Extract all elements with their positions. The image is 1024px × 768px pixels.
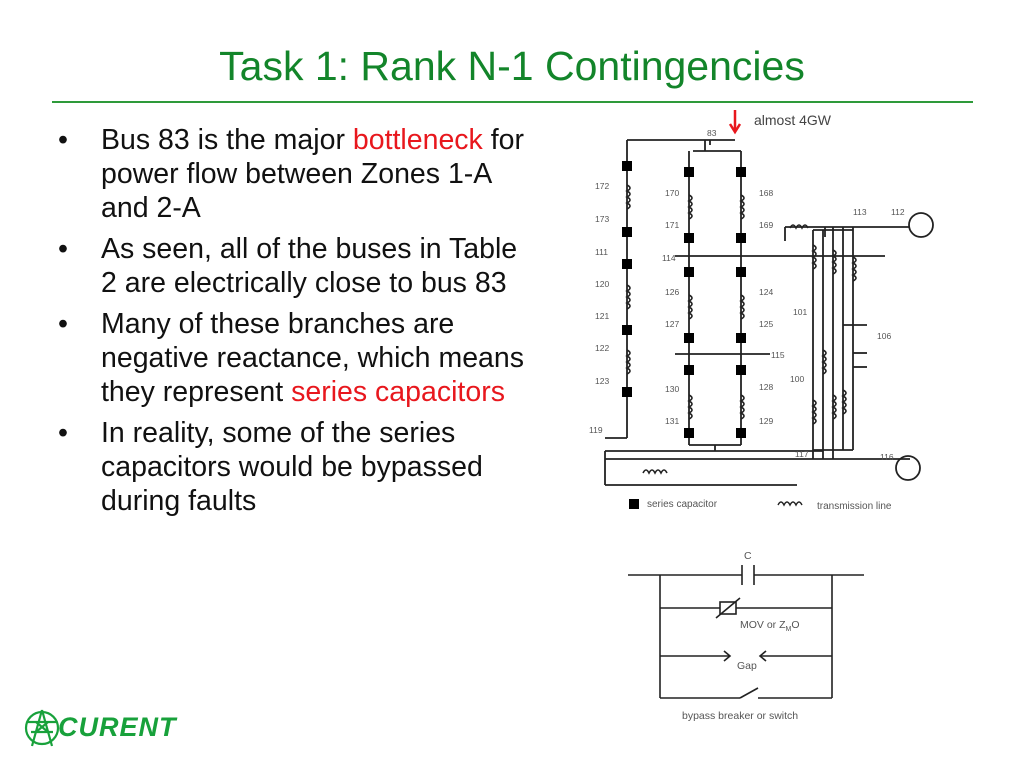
series-capacitor-legend-icon bbox=[629, 499, 639, 509]
bus-label: 124 bbox=[759, 287, 773, 297]
bus-label: 101 bbox=[793, 307, 807, 317]
bullet-marker: • bbox=[58, 233, 68, 265]
transmission-line-legend-icon bbox=[777, 501, 803, 507]
bus-label: 112 bbox=[891, 207, 905, 217]
bus-label: 111 bbox=[595, 247, 608, 257]
bus-label: 116 bbox=[880, 452, 894, 462]
bus-label: 131 bbox=[665, 416, 679, 426]
bus-label: 126 bbox=[665, 287, 679, 297]
bus-83-annotation: almost 4GW bbox=[754, 112, 832, 128]
bullet-item: • Bus 83 is the major bottleneck for pow… bbox=[58, 123, 528, 225]
bus-label: 172 bbox=[595, 181, 609, 191]
bus-label: 83 bbox=[707, 128, 717, 138]
capacitor-label: C bbox=[744, 550, 752, 562]
bus-label: 114 bbox=[662, 253, 676, 263]
mov-label: MOV or ZMO bbox=[740, 619, 800, 633]
slide-title: Task 1: Rank N-1 Contingencies bbox=[219, 43, 805, 89]
bullet-highlight: bottleneck bbox=[352, 124, 483, 156]
curent-logo-text: CURENT bbox=[58, 712, 177, 742]
gap-label: Gap bbox=[737, 660, 757, 672]
legend-transmission-line: transmission line bbox=[817, 501, 892, 512]
down-arrow-icon bbox=[728, 110, 742, 135]
bus-label: 129 bbox=[759, 416, 773, 426]
bus-label: 128 bbox=[759, 382, 773, 392]
bypass-label: bypass breaker or switch bbox=[682, 710, 798, 722]
bus-label: 122 bbox=[595, 343, 609, 353]
bus-label: 173 bbox=[595, 214, 609, 224]
capacitor-bypass-diagram: C MOV or ZMO Gap bypass breaker or switc… bbox=[628, 550, 864, 722]
bus-label: 130 bbox=[665, 384, 679, 394]
bullet-text: As seen, all of the buses in Table 2 are… bbox=[101, 233, 518, 299]
bullet-text: In reality, some of the series capacitor… bbox=[101, 417, 483, 517]
bullet-item: • In reality, some of the series capacit… bbox=[58, 416, 528, 518]
bus-label: 119 bbox=[589, 425, 603, 435]
bullet-marker: • bbox=[58, 308, 68, 340]
bullet-item: • Many of these branches are negative re… bbox=[58, 307, 528, 409]
bullet-highlight: series capacitors bbox=[291, 376, 505, 408]
bus-label: 121 bbox=[595, 311, 609, 321]
bullet-text: Bus 83 is the major bbox=[101, 124, 353, 156]
bullet-item: • As seen, all of the buses in Table 2 a… bbox=[58, 232, 528, 300]
bus-label: 117 bbox=[795, 449, 809, 459]
bus-label: 169 bbox=[759, 220, 773, 230]
title-divider bbox=[52, 101, 973, 103]
bus-label: 106 bbox=[877, 331, 891, 341]
bus-label: 100 bbox=[790, 374, 804, 384]
bullet-marker: • bbox=[58, 124, 68, 156]
bullet-marker: • bbox=[58, 417, 68, 449]
legend-series-capacitor: series capacitor bbox=[647, 499, 718, 510]
bus-label: 170 bbox=[665, 188, 679, 198]
bus-label: 171 bbox=[665, 220, 679, 230]
bullet-text: for power flow between Zones 1-A and 2-A bbox=[101, 124, 524, 224]
bullet-list: • Bus 83 is the major bottleneck for pow… bbox=[58, 123, 528, 525]
bus-label: 125 bbox=[759, 319, 773, 329]
bus-label: 113 bbox=[853, 207, 867, 217]
network-one-line-diagram: 83 172 173 111 120 121 122 123 119 170 1… bbox=[589, 128, 934, 512]
bus-label: 120 bbox=[595, 279, 609, 289]
bus-label: 168 bbox=[759, 188, 773, 198]
bus-label: 123 bbox=[595, 376, 609, 386]
bus-label: 115 bbox=[771, 350, 785, 360]
bullet-text: Many of these branches are negative reac… bbox=[101, 308, 524, 408]
bus-label: 127 bbox=[665, 319, 679, 329]
transmission-tower-icon bbox=[24, 709, 60, 747]
